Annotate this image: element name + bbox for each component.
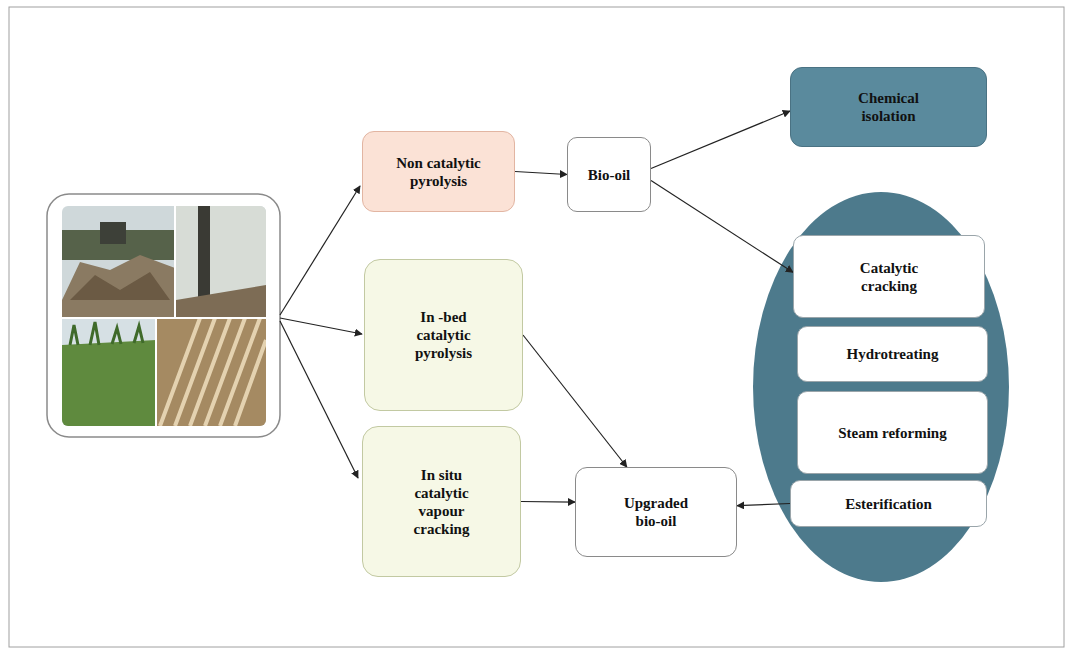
biomass-photo (62, 206, 266, 426)
node-label: Steam reforming (838, 424, 946, 442)
method-box: Catalytic cracking (793, 235, 985, 318)
feed-arrow (280, 186, 360, 315)
photo-machine (100, 222, 126, 244)
process-box: In -bed catalytic pyrolysis (364, 259, 523, 411)
photo-clearing (175, 206, 266, 318)
method-box: Hydrotreating (797, 326, 988, 382)
product-box: Chemical isolation (790, 67, 987, 147)
flow-arrow (523, 335, 627, 467)
node-label: Catalytic cracking (844, 259, 934, 295)
photo-sky-2 (62, 318, 156, 426)
method-box: Esterification (790, 480, 987, 527)
outer-frame (9, 7, 1064, 647)
node-label: Non catalytic pyrolysis (393, 154, 485, 190)
product-box: Bio-oil (567, 137, 651, 212)
photo-willow-shoots (70, 322, 143, 345)
node-label: Upgraded bio-oil (614, 494, 698, 530)
photo-ground (176, 285, 266, 318)
photo-logs (156, 318, 266, 426)
photo-divider (155, 318, 157, 426)
photo-log-stripes (160, 318, 266, 426)
process-box: In situ catalytic vapour cracking (362, 426, 521, 577)
photo-willow-field (62, 340, 156, 426)
flow-arrow (651, 111, 790, 169)
photo-branches (70, 272, 170, 300)
node-label: Bio-oil (588, 166, 631, 184)
photo-divider (62, 317, 266, 319)
flow-arrow (651, 181, 793, 273)
flow-arrow (737, 504, 790, 506)
product-box: Upgraded bio-oil (575, 467, 737, 557)
feed-arrow (280, 321, 358, 478)
photo-divider (174, 206, 176, 318)
flow-arrow (521, 501, 575, 503)
node-label: Chemical isolation (844, 89, 934, 125)
node-label: Hydrotreating (847, 345, 939, 363)
feed-arrow (280, 318, 362, 334)
process-box: Non catalytic pyrolysis (362, 131, 515, 212)
node-label: In -bed catalytic pyrolysis (398, 308, 490, 362)
photo-sky (62, 206, 266, 426)
node-label: Esterification (845, 495, 932, 513)
method-box: Steam reforming (797, 391, 988, 474)
node-label: In situ catalytic vapour cracking (400, 466, 484, 538)
photo-brush-pile (62, 255, 175, 318)
photo-frame (47, 194, 280, 437)
flow-arrow (515, 172, 567, 175)
upgrading-ellipse (753, 192, 1009, 582)
